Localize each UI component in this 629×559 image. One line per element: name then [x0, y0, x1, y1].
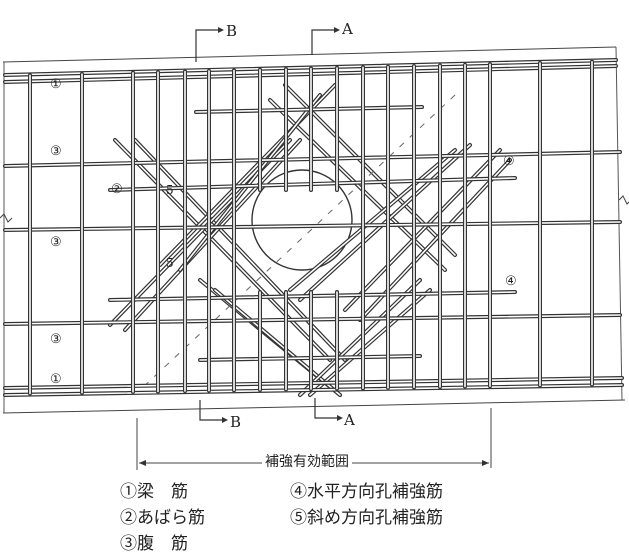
legend-item: ③腹 筋	[120, 534, 188, 554]
legend-item: ④水平方向孔補強筋	[290, 482, 443, 502]
section-mark-bottom-b: B	[230, 413, 242, 431]
beam-top-edge	[2, 46, 617, 63]
section-line-a-top	[311, 29, 334, 55]
diagonal-hole-bar-core	[179, 94, 321, 271]
section-line-b-bottom-arrow-icon	[222, 417, 228, 423]
label-beam-bar-top: ①	[50, 77, 62, 92]
opening	[251, 169, 353, 271]
label-web-bar-3: ③	[50, 332, 62, 347]
label-beam-bar-bottom: ①	[50, 372, 62, 387]
label-web-bar-2: ③	[50, 235, 62, 250]
dashed-guide-line	[139, 94, 456, 391]
section-line-b-top	[195, 29, 218, 62]
web-bar-core	[4, 221, 621, 231]
section-mark-top-a: A	[342, 20, 353, 38]
section-line-a-top-arrow-icon	[334, 27, 340, 33]
beam-bottom-edge	[2, 399, 626, 414]
label-diag-bar-2: 5	[166, 256, 174, 270]
dimension-arrow-right-icon	[482, 460, 489, 466]
diagonal-hole-bar-core	[114, 139, 331, 361]
beam-bar-bottom-core	[4, 384, 623, 396]
break-mark-icon	[0, 213, 13, 223]
legend-item: ①梁 筋	[120, 482, 188, 502]
section-line-a-bottom-arrow-icon	[337, 415, 343, 421]
diagonal-hole-bar-core	[309, 289, 431, 396]
legend-item: ⑤斜め方向孔補強筋	[290, 508, 443, 528]
section-line-a-bottom	[314, 398, 337, 419]
legend-item: ②あばら筋	[120, 508, 205, 528]
dimension-arrow-left-icon	[139, 460, 146, 466]
label-horiz-hole-bar-2: ④	[505, 274, 517, 289]
section-line-b-bottom	[199, 400, 222, 421]
beam-bar-bottom-core	[4, 377, 623, 389]
section-mark-bottom-a: A	[344, 411, 355, 429]
label-diag-bar-1: 5	[166, 183, 174, 197]
dimension-label: 補強有効範囲	[262, 455, 352, 469]
diagonal-hole-bar-core	[289, 149, 456, 291]
break-mark-icon	[618, 195, 629, 205]
diagonal-hole-bar-core	[134, 139, 346, 361]
diagonal-hole-bar-core	[344, 149, 501, 311]
label-stirrup: ②	[111, 182, 123, 197]
label-web-bar-1: ③	[50, 144, 62, 159]
section-mark-top-b: B	[226, 22, 238, 40]
diagonal-hole-bar-core	[299, 279, 421, 396]
section-line-b-top-arrow-icon	[218, 27, 224, 33]
label-horiz-hole-bar-1: ④	[503, 154, 515, 169]
